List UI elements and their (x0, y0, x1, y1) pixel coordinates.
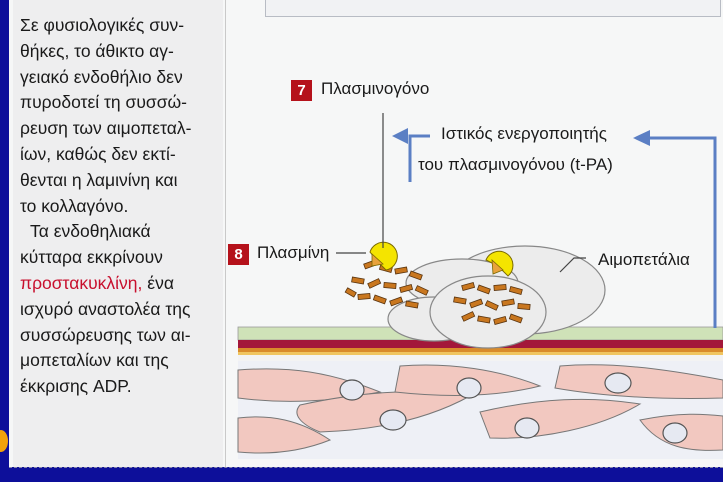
arrow-head-left (392, 128, 408, 144)
plasmin-enzyme (370, 242, 397, 270)
platelet (430, 276, 546, 348)
plasmin-label: Πλασμίνη (257, 243, 329, 263)
fibrinolysis-diagram (0, 0, 723, 467)
nucleus (380, 410, 406, 430)
step-8-badge: 8 (228, 244, 249, 265)
fibrin-fragment (358, 293, 370, 299)
fibrin-fragment (395, 267, 408, 274)
fibrin-fragment (494, 284, 506, 290)
fibrin-fragment (518, 303, 530, 309)
nucleus (340, 380, 364, 400)
tpa-label-line2: του πλασμινογόνου (t-PA) (418, 155, 613, 175)
step-7-badge: 7 (291, 80, 312, 101)
bottom-dotted-divider (9, 467, 723, 469)
platelets-label: Αιμοπετάλια (598, 250, 690, 270)
nucleus (515, 418, 539, 438)
nucleus (663, 423, 687, 443)
nucleus (457, 378, 481, 398)
tpa-label-line1: Ιστικός ενεργοποιητής (441, 124, 607, 144)
arrow-head-right (633, 130, 650, 146)
nucleus (605, 373, 631, 393)
plasminogen-label: Πλασμινογόνο (321, 79, 429, 99)
endothelium-yellow-layer (238, 352, 723, 355)
fibrin-fragment (373, 295, 386, 304)
fibrin-fragment (352, 277, 365, 284)
arrow-right (640, 138, 715, 328)
fibrin-fragment (368, 279, 381, 289)
endothelium-orange-layer (238, 348, 723, 352)
fibrin-fragment (384, 282, 396, 288)
fibrin-fragment (345, 288, 356, 297)
basement-layer (238, 355, 723, 361)
